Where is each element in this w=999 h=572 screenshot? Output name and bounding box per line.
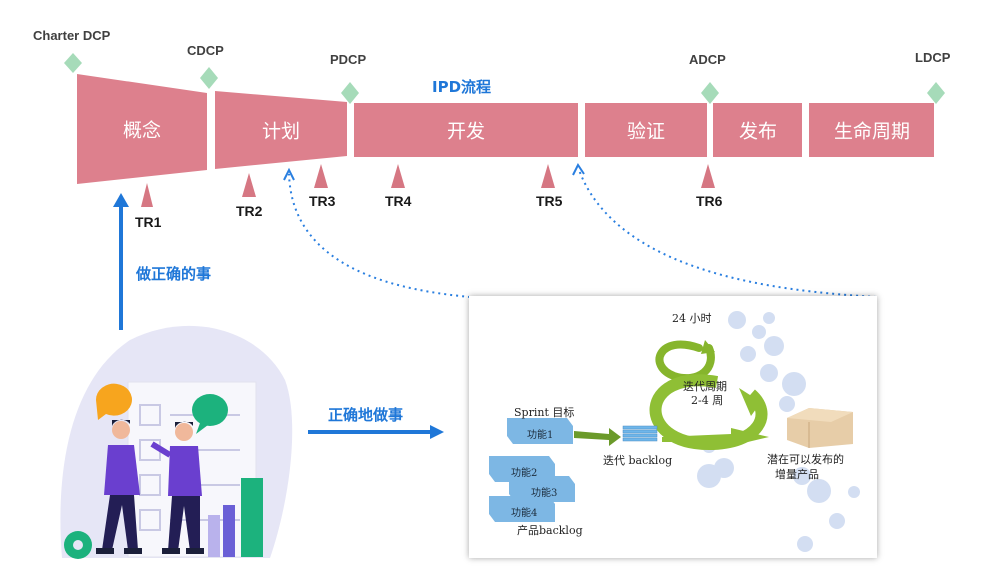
do-things-right-arrowhead	[430, 425, 444, 439]
phase-concept-label: 概念	[122, 119, 162, 142]
feature-3-label: 功能3	[531, 488, 558, 499]
gate-ldcp-diamond	[927, 82, 945, 104]
tr1-label: TR1	[135, 214, 162, 230]
do-things-right-label: 正确地做事	[328, 406, 404, 424]
tr1-triangle	[141, 183, 153, 207]
dotted-connector-left	[288, 173, 471, 298]
do-right-things-arrowhead	[113, 193, 129, 207]
scrum-process-inset: 24 小时 迭代周期 2-4 周 Sprint 目标 功能1 迭代 backlo…	[469, 296, 877, 558]
phase-concept-shape	[77, 74, 207, 184]
product-increment-boxes	[787, 408, 853, 448]
dotted-connector-right	[578, 169, 877, 298]
decorative-bubbles	[697, 311, 860, 552]
person-2-head	[175, 423, 193, 441]
product-backlog-label: 产品backlog	[517, 524, 583, 537]
increment-label-line1: 潜在可以发布的	[767, 453, 844, 466]
dotted-connector-left-head	[283, 167, 295, 181]
process-title: IPD流程	[432, 78, 492, 96]
gate-charter-dcp-label: Charter DCP	[33, 28, 111, 43]
feature-2-label: 功能2	[511, 468, 538, 479]
tr6-label: TR6	[696, 193, 723, 209]
person-1-body	[104, 445, 140, 495]
tr5-label: TR5	[536, 193, 563, 209]
gate-adcp-label: ADCP	[689, 52, 726, 67]
orange-speech-bubble	[95, 383, 132, 420]
gate-ldcp-label: LDCP	[915, 50, 951, 65]
feature-4-label: 功能4	[511, 508, 538, 519]
phase-develop-shape	[354, 103, 578, 157]
phase-release-label: 发布	[738, 120, 778, 143]
phase-develop-label: 开发	[446, 120, 486, 143]
tr5-triangle	[541, 164, 555, 188]
team-discussion-illustration	[60, 325, 293, 559]
flow-to-backlog-arrow	[574, 428, 621, 446]
daily-24-hours-label: 24 小时	[672, 312, 712, 325]
phase-verify-label: 验证	[626, 120, 666, 143]
phase-plan-label: 计划	[261, 120, 301, 143]
increment-label-line2: 增量产品	[775, 468, 819, 481]
tr3-triangle	[314, 164, 328, 188]
gate-pdcp-diamond	[341, 82, 359, 104]
feature-blocks	[489, 418, 575, 522]
phase-release-shape	[713, 103, 802, 157]
feature-1-label: 功能1	[527, 430, 554, 441]
iteration-backlog-label: 迭代 backlog	[603, 454, 673, 467]
gate-cdcp-label: CDCP	[187, 43, 224, 58]
person-2-body	[168, 446, 202, 496]
gate-cdcp-diamond	[200, 67, 218, 89]
green-speech-bubble	[192, 394, 228, 426]
phase-lifecycle-shape	[809, 103, 934, 157]
tr4-triangle	[391, 164, 405, 188]
tr2-label: TR2	[236, 203, 263, 219]
tr3-label: TR3	[309, 193, 336, 209]
phase-verify-shape	[585, 103, 707, 157]
gate-pdcp-label: PDCP	[330, 52, 367, 67]
scrum-graphics	[489, 311, 860, 552]
tr2-triangle	[242, 173, 256, 197]
sprint-goal-label: Sprint 目标	[514, 406, 575, 419]
person-1-head	[112, 421, 130, 439]
flow-to-increment-arrow	[662, 428, 769, 446]
iteration-backlog-stack	[622, 425, 658, 442]
daily-cycle-arrow	[655, 340, 715, 382]
bar-chart-bar-2	[223, 505, 235, 557]
gate-adcp-diamond	[701, 82, 719, 104]
dotted-connector-right-head	[572, 163, 585, 176]
bar-chart-bar-1	[208, 515, 220, 557]
do-right-things-label: 做正确的事	[136, 265, 212, 283]
iteration-cycle-label-line1: 迭代周期	[683, 380, 727, 393]
bar-chart-bar-3	[241, 478, 263, 557]
iteration-cycle-label-line2: 2-4 周	[691, 394, 724, 407]
phase-lifecycle-label: 生命周期	[833, 120, 911, 143]
phase-plan-shape	[215, 91, 347, 169]
gate-charter-dcp-diamond	[64, 53, 82, 73]
tr4-label: TR4	[385, 193, 412, 209]
tr6-triangle	[701, 164, 715, 188]
